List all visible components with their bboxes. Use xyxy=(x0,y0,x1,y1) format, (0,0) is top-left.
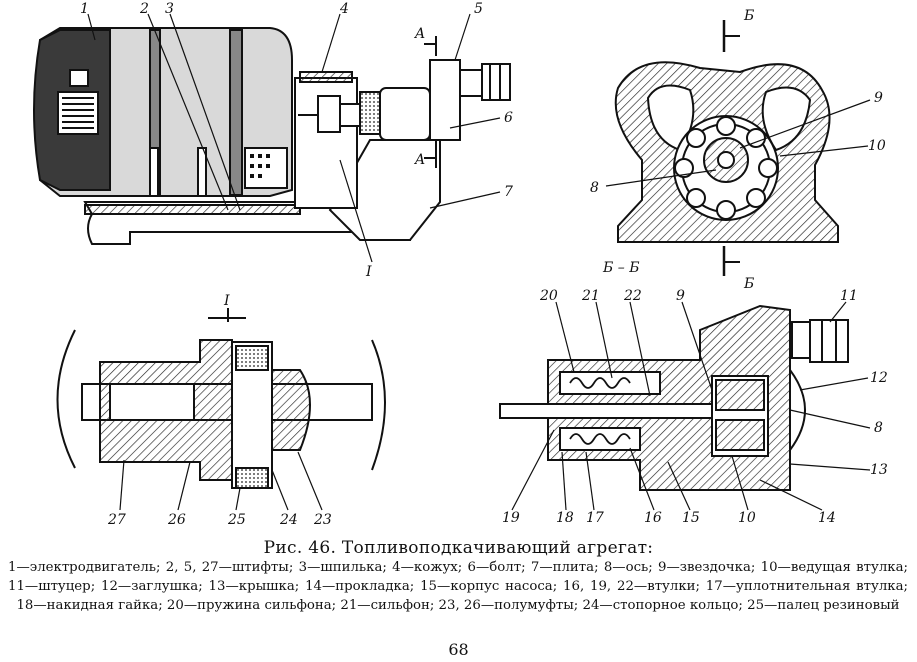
figure-legend: 1—электродвигатель; 2, 5, 27—штифты; 3—ш… xyxy=(8,560,908,613)
gear-section-labels: Б Б 9 10 8 Б – Б xyxy=(590,8,886,292)
label-9: 9 xyxy=(874,90,883,106)
label-1: 1 xyxy=(80,1,89,17)
technical-figure: 1 2 3 4 5 6 7 I A A Б Б xyxy=(33,1,888,528)
label-8: 8 xyxy=(590,180,599,196)
label-I-bottom: I xyxy=(223,293,230,309)
pump-section-view xyxy=(499,301,871,511)
label-15: 15 xyxy=(682,510,700,526)
label-16: 16 xyxy=(644,510,662,526)
label-9b: 9 xyxy=(676,288,685,304)
coupling-detail-view xyxy=(56,308,386,511)
label-21: 21 xyxy=(581,288,600,304)
label-20: 20 xyxy=(539,288,558,304)
figure-drawing: 1 2 3 4 5 6 7 I A A Б Б xyxy=(33,1,888,528)
label-12: 12 xyxy=(870,370,888,386)
label-10b: 10 xyxy=(738,510,756,526)
label-19: 19 xyxy=(502,510,520,526)
label-24: 24 xyxy=(279,512,298,528)
label-section-BB: Б – Б xyxy=(602,260,639,276)
label-22: 22 xyxy=(623,288,642,304)
label-11: 11 xyxy=(840,288,858,304)
label-14: 14 xyxy=(818,510,836,526)
label-A-top: A xyxy=(413,26,425,42)
assembly-view xyxy=(33,13,511,263)
label-8b: 8 xyxy=(874,420,883,436)
label-B-top: Б xyxy=(743,8,754,24)
label-10: 10 xyxy=(868,138,886,154)
label-23: 23 xyxy=(313,512,332,528)
label-18: 18 xyxy=(556,510,574,526)
label-7: 7 xyxy=(504,184,513,200)
pump-section-labels: 20 21 22 9 11 12 8 13 14 10 15 16 17 18 … xyxy=(502,288,888,526)
label-A-bottom: A xyxy=(413,152,425,168)
coupling-detail-labels: I 27 26 25 24 23 xyxy=(107,293,332,528)
gear-section-view xyxy=(605,20,871,276)
label-B-bottom: Б xyxy=(743,276,754,292)
figure-caption: Рис. 46. Топливоподкачивающий агрегат: xyxy=(263,538,654,558)
label-I-top: I xyxy=(365,264,372,280)
page-number: 68 xyxy=(448,640,469,659)
label-6: 6 xyxy=(504,110,513,126)
label-25: 25 xyxy=(227,512,246,528)
assembly-labels: 1 2 3 4 5 6 7 I A A xyxy=(80,1,513,280)
label-17: 17 xyxy=(586,510,604,526)
label-4: 4 xyxy=(339,1,349,17)
label-27: 27 xyxy=(107,512,126,528)
label-13: 13 xyxy=(870,462,888,478)
label-3: 3 xyxy=(165,1,174,17)
label-5: 5 xyxy=(474,1,483,17)
label-2: 2 xyxy=(139,1,149,17)
label-26: 26 xyxy=(167,512,186,528)
